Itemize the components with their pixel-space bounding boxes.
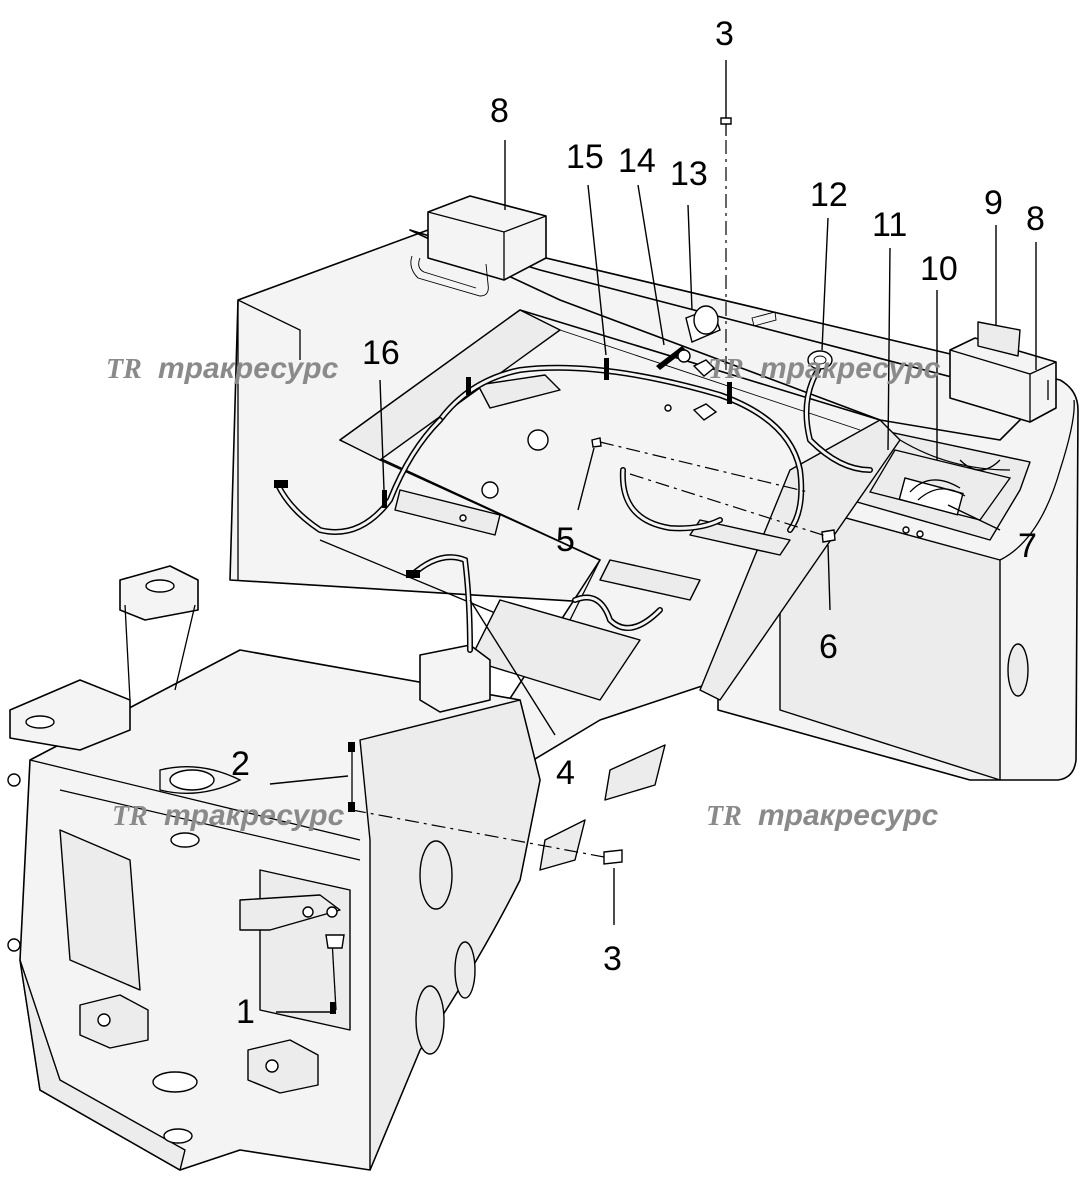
battery-compartment <box>849 429 1031 541</box>
callout-11: 11 <box>872 206 907 244</box>
callout-8-left: 8 <box>490 92 509 130</box>
callout-13: 13 <box>670 155 708 193</box>
callout-12: 12 <box>810 176 848 214</box>
watermark-text: тракресурс <box>164 799 345 832</box>
callout-5: 5 <box>556 521 575 559</box>
callout-14: 14 <box>618 142 656 180</box>
watermark-logo: TR <box>708 354 744 385</box>
callout-15: 15 <box>566 138 604 176</box>
watermark-top-right: TR тракресурс <box>708 352 941 385</box>
leader-lines <box>269 60 1037 1013</box>
callout-3-bottom: 3 <box>603 940 622 978</box>
callout-4: 4 <box>556 754 575 792</box>
watermark-text: тракресурс <box>758 799 939 832</box>
callout-labels: 1 2 3 3 4 5 6 7 8 8 9 10 11 12 13 14 15 … <box>231 15 1045 1031</box>
callout-8-right: 8 <box>1026 200 1045 238</box>
watermark-bottom-right: TR тракресурс <box>706 799 939 832</box>
watermark-text: тракресурс <box>158 352 339 385</box>
callout-7: 7 <box>1018 527 1037 565</box>
watermark-bottom-left: TR тракресурс <box>112 799 345 832</box>
wiring-harness <box>274 350 873 653</box>
callout-10: 10 <box>920 250 958 288</box>
chassis-rails <box>319 309 901 781</box>
fasteners <box>325 117 836 1014</box>
watermark-logo: TR <box>706 801 742 832</box>
front-frame <box>7 565 541 1171</box>
top-deck <box>409 195 1057 441</box>
callout-1: 1 <box>236 993 255 1031</box>
callout-6: 6 <box>819 628 838 666</box>
switch-assembly <box>656 305 721 421</box>
watermark-logo: TR <box>106 354 142 385</box>
callout-16: 16 <box>362 334 400 372</box>
callout-2: 2 <box>231 745 250 783</box>
callout-3-top: 3 <box>715 15 734 53</box>
watermark-logo: TR <box>112 801 148 832</box>
steps <box>539 744 666 871</box>
center-lines <box>351 140 827 858</box>
callout-9: 9 <box>984 184 1003 222</box>
watermark-top-left: TR тракресурс <box>106 352 339 385</box>
watermark-text: тракресурс <box>760 352 941 385</box>
